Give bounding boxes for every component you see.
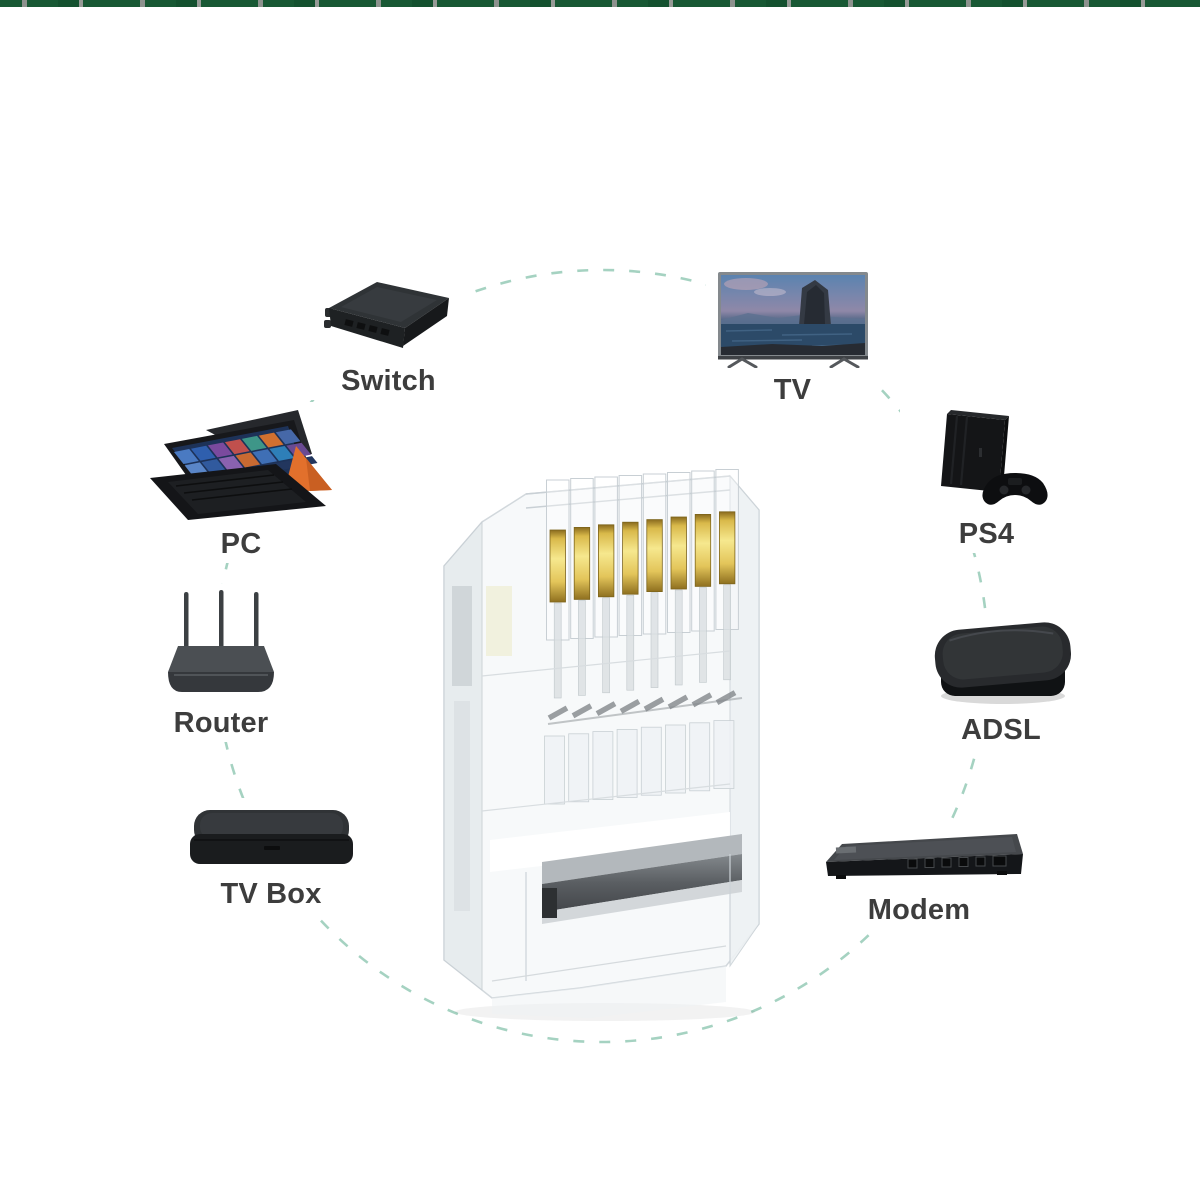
device-label: Switch	[341, 365, 436, 397]
device-router: Router	[158, 584, 284, 743]
device-label: PC	[220, 528, 262, 560]
adsl-icon	[934, 622, 1072, 704]
gold-pins	[549, 511, 736, 603]
device-label: Modem	[867, 894, 971, 926]
ps4-icon	[940, 410, 1048, 505]
device-label: ADSL	[961, 714, 1041, 746]
latch-band	[542, 834, 742, 924]
device-modem: Modem	[806, 828, 1032, 930]
pin-stems	[553, 584, 731, 699]
device-label: PS4	[958, 518, 1015, 550]
teeth-row	[544, 720, 735, 805]
modem-icon	[825, 834, 1023, 879]
tv-icon	[717, 272, 868, 368]
device-label: TV	[773, 374, 812, 406]
device-ps4: PS4	[900, 402, 1073, 554]
device-pc: PC	[142, 402, 340, 564]
device-adsl: ADSL	[912, 614, 1090, 750]
top-banner-strip	[0, 0, 1200, 7]
rj45-connector-icon	[443, 469, 760, 1021]
device-tv: TV	[706, 266, 879, 410]
router-icon	[167, 590, 274, 692]
switch-icon	[323, 282, 449, 348]
contact-hooks	[547, 690, 737, 721]
device-switch: Switch	[302, 272, 475, 401]
pc-icon	[150, 410, 332, 520]
device-tvbox: TV Box	[178, 798, 364, 914]
device-label: TV Box	[220, 878, 322, 910]
device-label: Router	[173, 707, 269, 739]
tvbox-icon	[189, 810, 353, 864]
